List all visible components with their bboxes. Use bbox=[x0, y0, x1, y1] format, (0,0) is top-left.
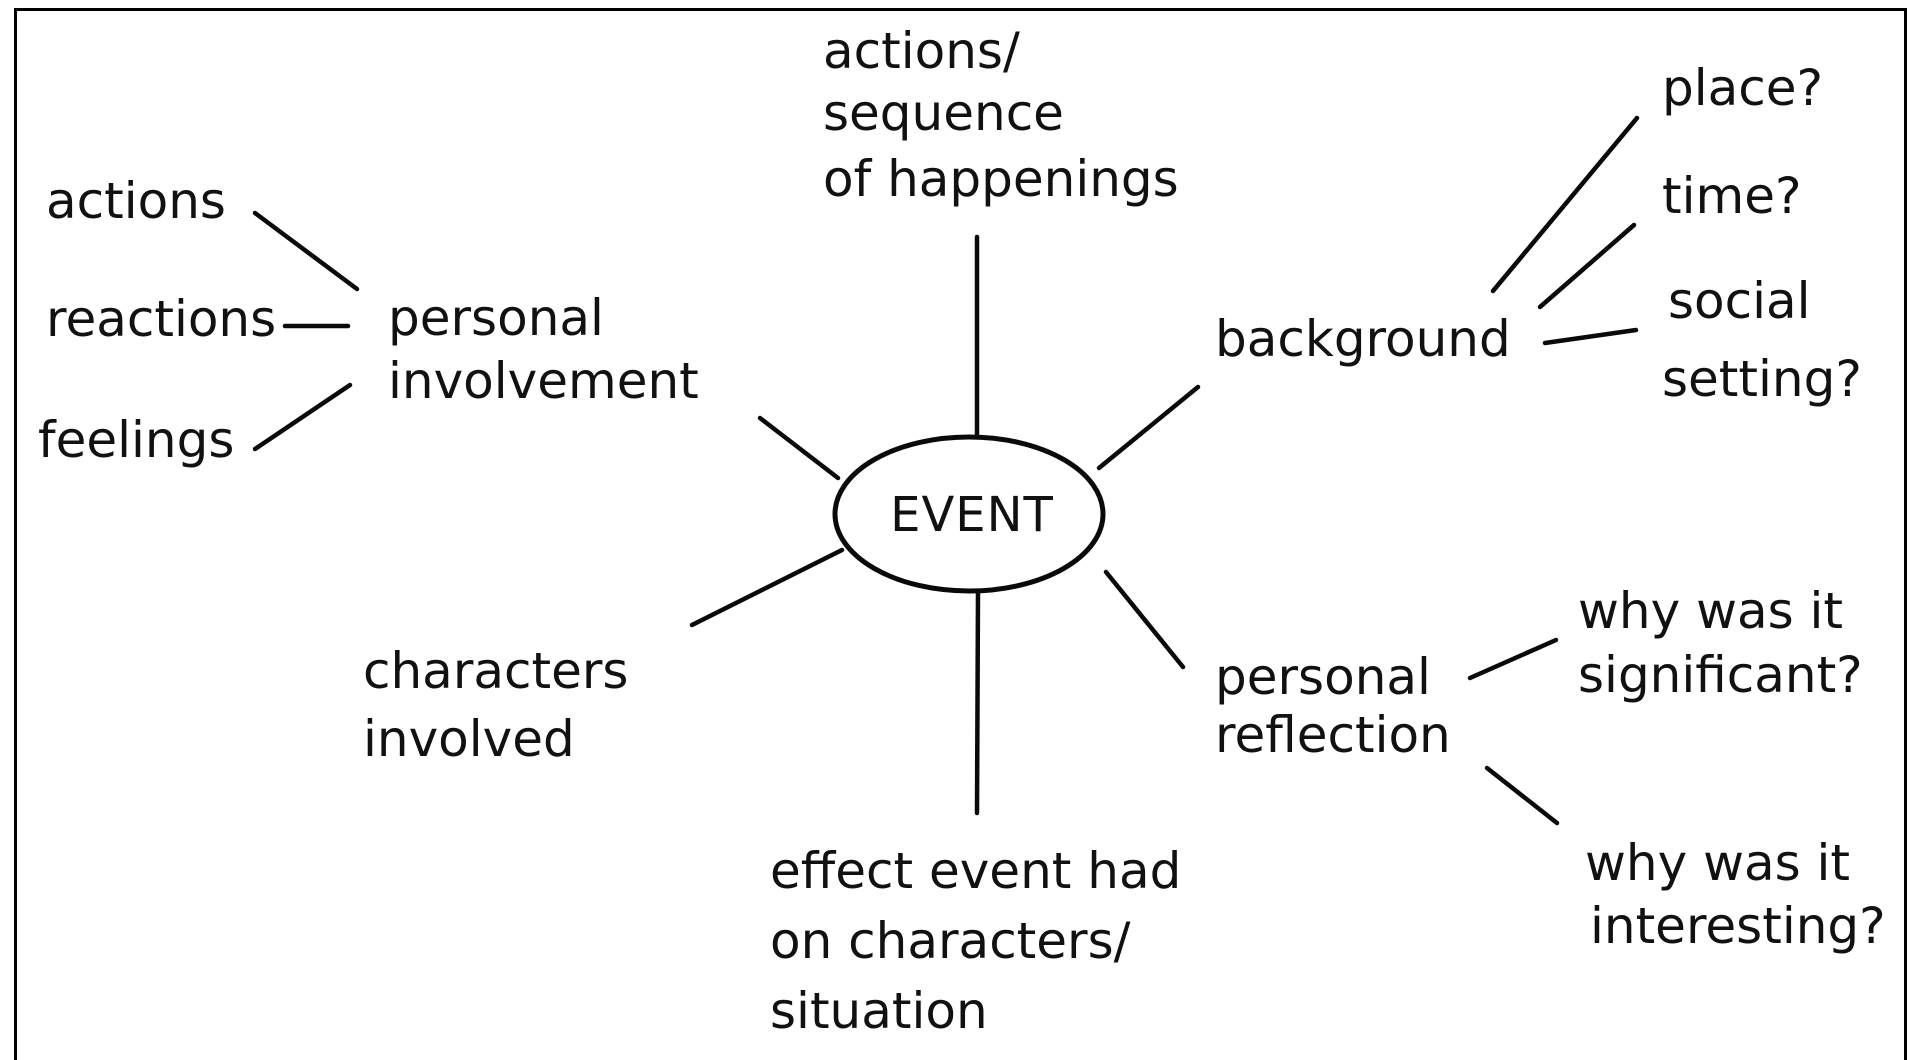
connector-background bbox=[1096, 384, 1201, 471]
connector-actions bbox=[252, 210, 360, 292]
connector-significant bbox=[1467, 637, 1559, 681]
significant-line-1: why was it bbox=[1578, 582, 1843, 640]
connector-personal-involvement bbox=[757, 415, 841, 481]
personal-involvement-line-1: personal bbox=[388, 289, 604, 347]
top-branch-line-2: sequence bbox=[823, 84, 1064, 142]
background-label: background bbox=[1215, 310, 1511, 368]
connector-effect bbox=[974, 588, 981, 816]
place-label: place? bbox=[1662, 59, 1823, 117]
social-setting-line-1: social bbox=[1668, 272, 1811, 330]
characters-involved-line-2: involved bbox=[363, 710, 575, 768]
top-branch-line-3: of happenings bbox=[823, 150, 1179, 208]
characters-involved-line-1: characters bbox=[363, 642, 628, 700]
connector-feelings bbox=[252, 382, 353, 452]
center-bubble bbox=[832, 434, 1106, 594]
interesting-line-2: interesting? bbox=[1590, 897, 1886, 955]
personal-reflection-line-1: personal bbox=[1215, 648, 1431, 706]
top-branch-line-1: actions/ bbox=[823, 22, 1020, 80]
connector-interesting bbox=[1484, 765, 1560, 826]
effect-branch-line-1: effect event had bbox=[770, 842, 1181, 900]
personal-reflection-line-2: reflection bbox=[1215, 706, 1451, 764]
connector-reflection bbox=[1103, 569, 1186, 670]
connector-characters bbox=[689, 547, 845, 628]
effect-branch-line-2: on characters/ bbox=[770, 912, 1131, 970]
center-label: EVENT bbox=[890, 487, 1054, 543]
connector-time bbox=[1537, 222, 1637, 310]
diagram-frame bbox=[14, 8, 1907, 1060]
connector-place bbox=[1490, 115, 1640, 294]
social-setting-line-2: setting? bbox=[1662, 350, 1862, 408]
actions-label: actions bbox=[46, 172, 226, 230]
reactions-label: reactions bbox=[46, 290, 276, 348]
feelings-label: feelings bbox=[38, 411, 234, 469]
connector-social-setting bbox=[1542, 327, 1639, 346]
effect-branch-line-3: situation bbox=[770, 982, 988, 1040]
significant-line-2: significant? bbox=[1578, 646, 1863, 704]
time-label: time? bbox=[1662, 167, 1802, 225]
personal-involvement-line-2: involvement bbox=[388, 352, 699, 410]
interesting-line-1: why was it bbox=[1585, 834, 1850, 892]
